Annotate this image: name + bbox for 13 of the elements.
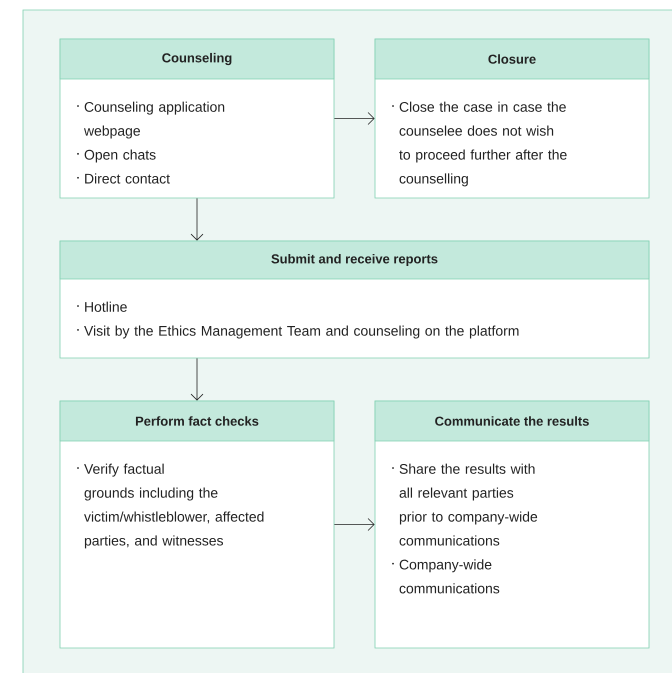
bullet-item: Counseling application webpage	[84, 102, 224, 139]
bullet-item: Close the case in case the counselee does not wish to proceed further after the counselling	[399, 102, 567, 186]
bullet-item: Visit by the Ethics Management Team and counseling on the platform	[84, 326, 518, 339]
bullet-item: Verify factual grounds including the victim/whistleblower, affected parties, and witnesses	[84, 464, 264, 548]
bullet-item: Open chats	[84, 149, 156, 162]
arrow	[334, 518, 375, 531]
arrow	[190, 358, 204, 401]
bullet-item: Share the results with all relevant parties prior to company-wide communications	[400, 464, 538, 546]
bullet-item: Direct contact	[85, 173, 170, 184]
bullet-item: Hotline	[85, 302, 127, 312]
bullet-item: Company-wide communications	[400, 559, 500, 594]
arrow	[334, 112, 375, 125]
arrow	[190, 198, 204, 241]
